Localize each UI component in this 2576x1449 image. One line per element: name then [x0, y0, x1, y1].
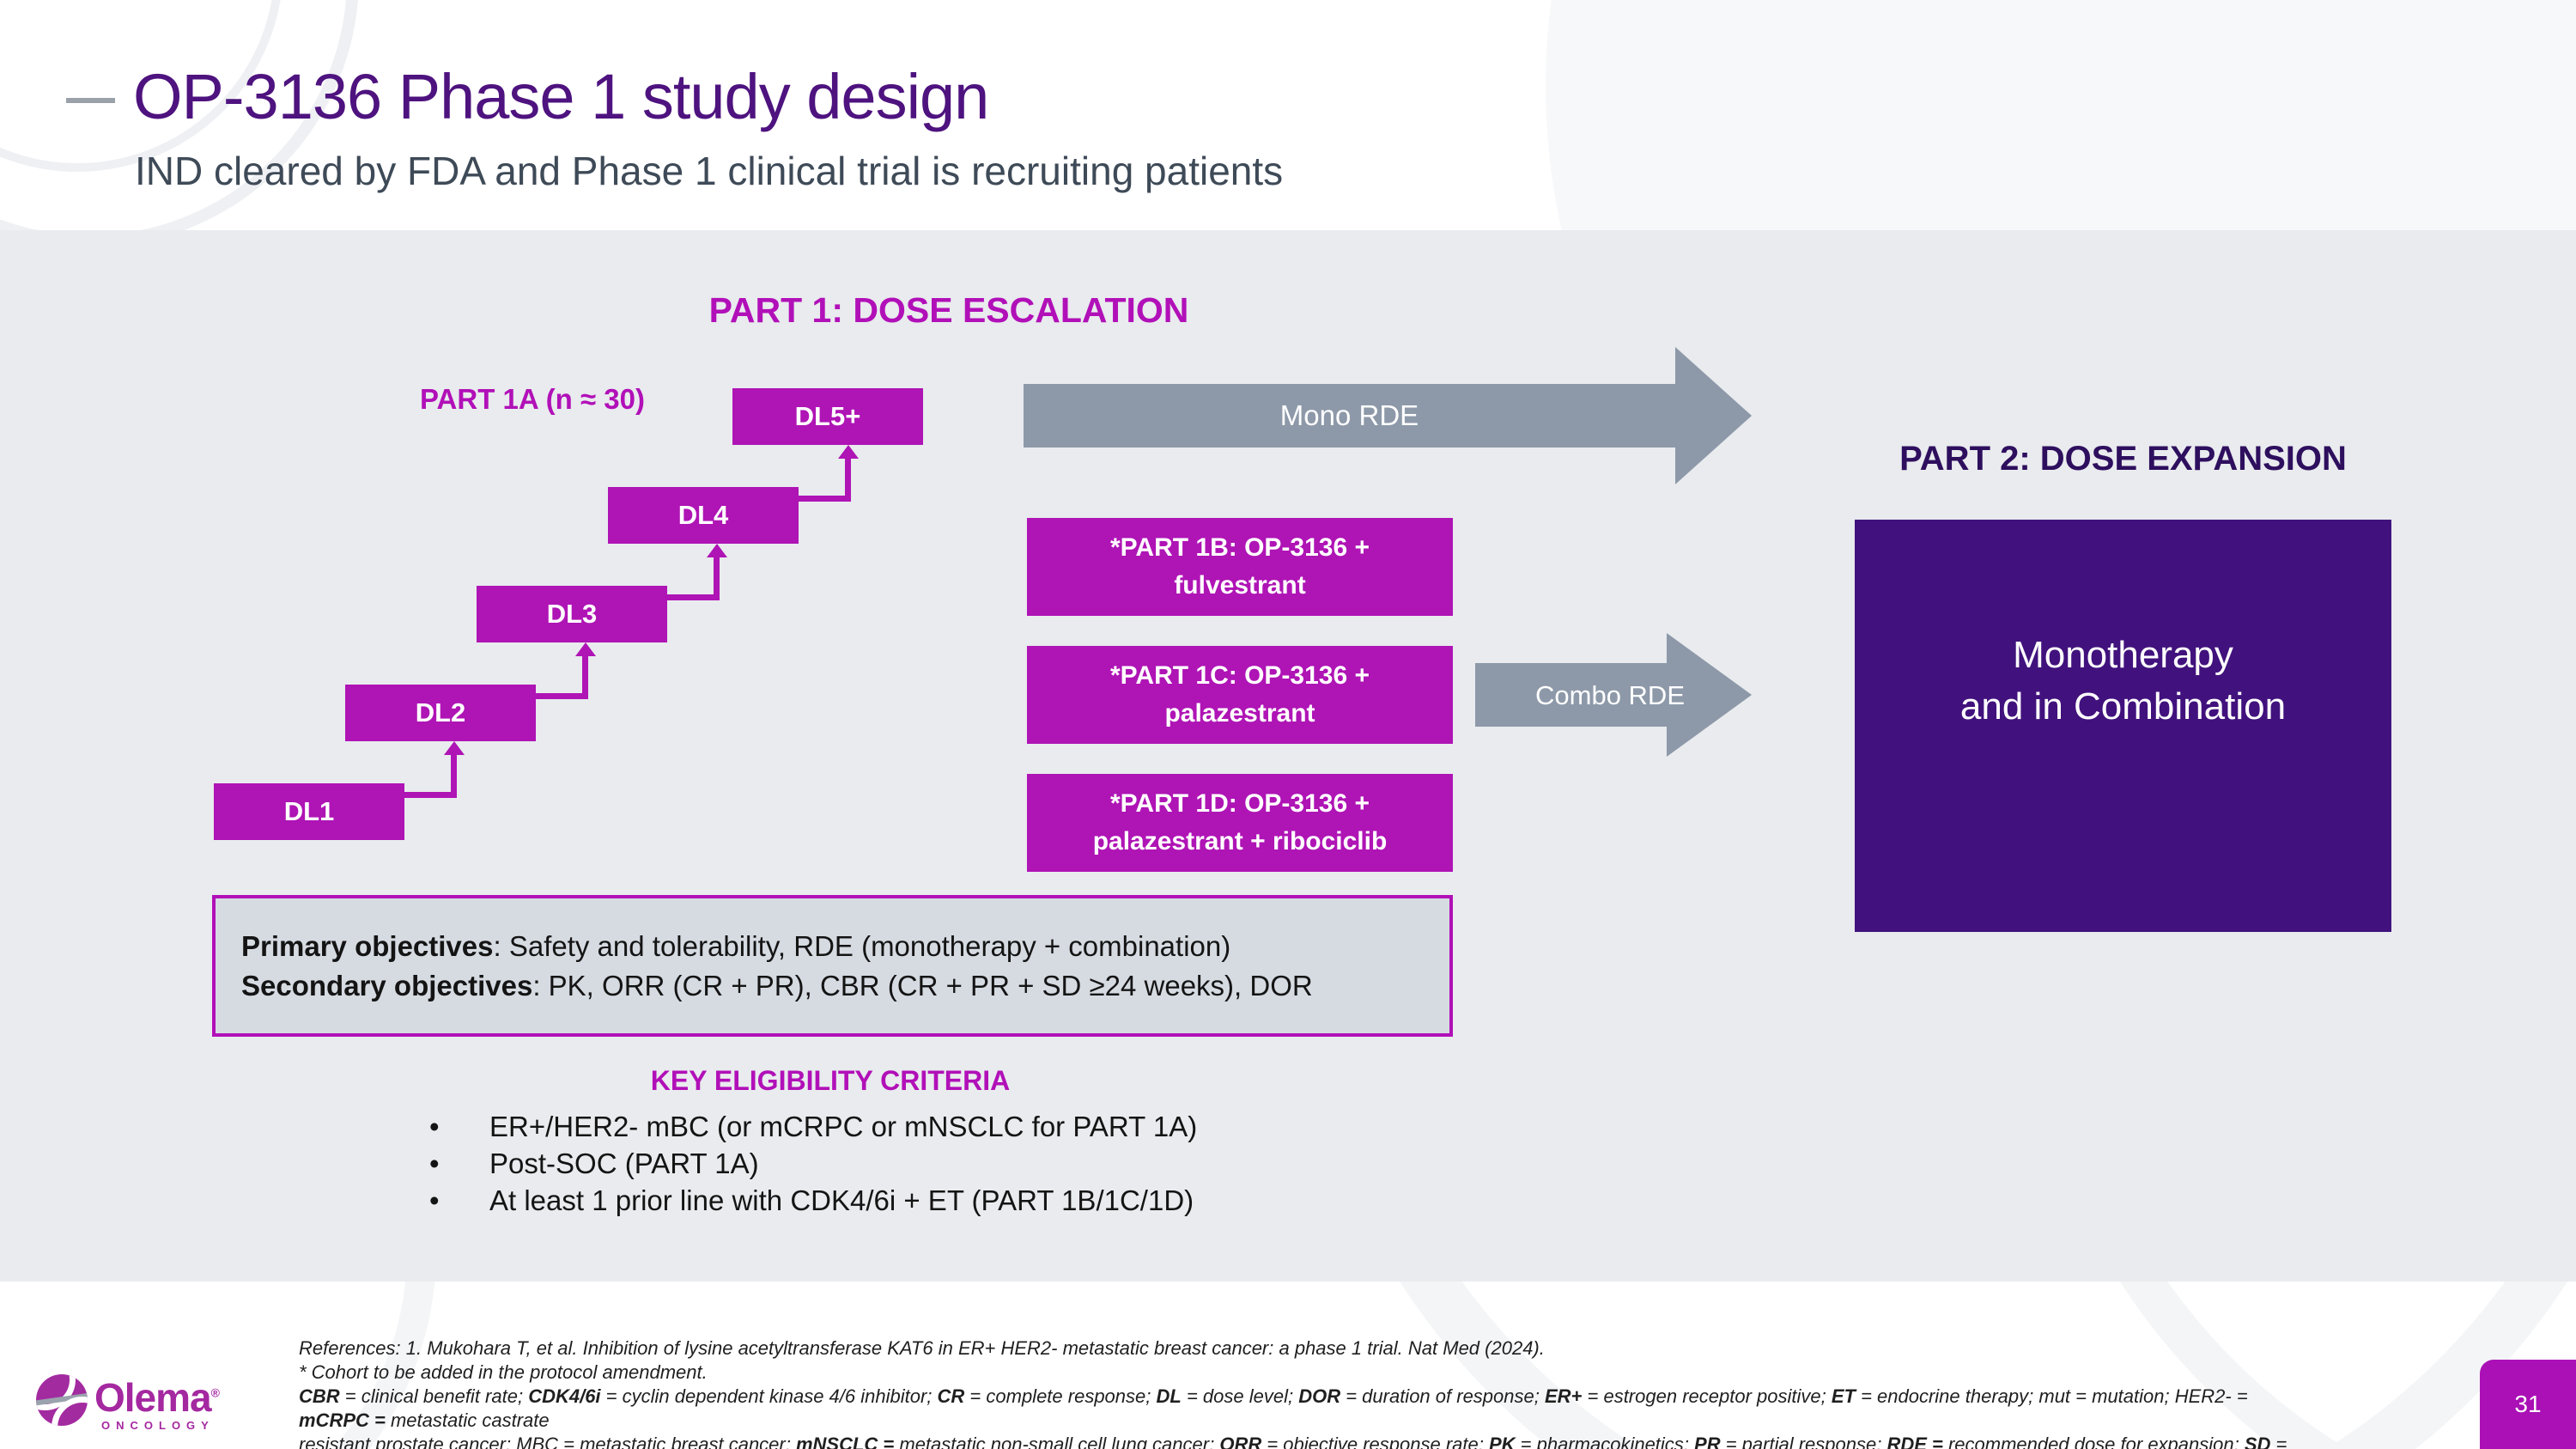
part1d-line1: *PART 1D: OP-3136 + — [1109, 789, 1370, 818]
part1-heading: PART 1: DOSE ESCALATION — [708, 290, 1189, 330]
bullet-icon: • — [429, 1148, 440, 1179]
step-arrow-head-icon — [838, 445, 859, 459]
logo-swoosh — [36, 1374, 76, 1410]
references-line2: * Cohort to be added in the protocol ame… — [299, 1361, 708, 1383]
part1c-box: *PART 1C: OP-3136 + palazestrant — [1027, 646, 1453, 744]
primary-objectives-line: Primary objectives: Safety and tolerabil… — [241, 929, 1231, 962]
part1c-line1: *PART 1C: OP-3136 + — [1109, 661, 1370, 690]
olema-wordmark: Olema® — [94, 1375, 220, 1420]
decorative-circle — [1546, 0, 2576, 230]
bullet-text: ER+/HER2- mBC (or mCRPC or mNSCLC for PA… — [489, 1111, 1198, 1142]
references-line1: References: 1. Mukohara T, et al. Inhibi… — [299, 1337, 1545, 1359]
step-arrow — [403, 792, 457, 798]
part2-box-line1: Monotherapy — [2013, 634, 2233, 676]
mono-rde-arrow-label: Mono RDE — [1024, 384, 1675, 447]
part1c-line2: palazestrant — [1164, 699, 1315, 728]
eligibility-heading: KEY ELIGIBILITY CRITERIA — [650, 1065, 1011, 1096]
title-dash — [66, 98, 115, 103]
step-arrow — [797, 496, 851, 502]
slide-subtitle: IND cleared by FDA and Phase 1 clinical … — [135, 149, 1284, 193]
step-arrow-head-icon — [575, 642, 596, 656]
arrow-head-icon — [1667, 633, 1752, 757]
list-item: • ER+/HER2- mBC (or mCRPC or mNSCLC for … — [429, 1108, 1197, 1145]
objectives-box: Primary objectives: Safety and tolerabil… — [212, 895, 1453, 1037]
registered-trademark-icon: ® — [210, 1385, 220, 1400]
list-item: • Post-SOC (PART 1A) — [429, 1145, 1197, 1182]
secondary-objectives-line: Secondary objectives: PK, ORR (CR + PR),… — [241, 969, 1313, 1002]
bullet-text: At least 1 prior line with CDK4/6i + ET … — [489, 1184, 1194, 1216]
olema-oncology-label: ONCOLOGY — [101, 1419, 215, 1432]
combo-rde-arrow-label: Combo RDE — [1535, 680, 1685, 710]
slide-title: OP-3136 Phase 1 study design — [133, 61, 989, 132]
dose-level-box-dl3: DL3 — [477, 586, 667, 642]
part2-box-line2: and in Combination — [1959, 685, 2287, 728]
bullet-text: Post-SOC (PART 1A) — [489, 1148, 759, 1179]
step-arrow-head-icon — [707, 544, 727, 557]
references-block: References: 1. Mukohara T, et al. Inhibi… — [299, 1336, 2300, 1449]
bullet-icon: • — [429, 1184, 440, 1216]
combo-rde-arrow — [1475, 633, 1752, 757]
page-number-badge: 31 — [2480, 1360, 2576, 1449]
part1b-box: *PART 1B: OP-3136 + fulvestrant — [1027, 518, 1453, 616]
step-arrow — [845, 457, 851, 502]
slide-header: OP-3136 Phase 1 study design IND cleared… — [0, 0, 2576, 230]
list-item: • At least 1 prior line with CDK4/6i + E… — [429, 1182, 1197, 1219]
dose-level-box-dl1: DL1 — [214, 783, 404, 840]
step-arrow — [534, 693, 588, 699]
abbreviations-line2: resistant prostate cancer; MBC = metasta… — [299, 1434, 2287, 1449]
step-arrow-head-icon — [444, 741, 465, 755]
step-arrow — [714, 556, 720, 600]
part1b-line2: fulvestrant — [1174, 571, 1306, 600]
dose-level-box-dl4: DL4 — [608, 487, 799, 544]
arrow-head-icon — [1675, 347, 1752, 484]
dose-level-box-dl2: DL2 — [345, 685, 536, 741]
abbreviations-line1: CBR = clinical benefit rate; CDK4/6i = c… — [299, 1385, 2248, 1431]
step-arrow — [665, 594, 720, 600]
part1d-line2: palazestrant + ribociclib — [1092, 827, 1388, 855]
part1a-cohort-label: PART 1A (n ≈ 30) — [420, 383, 645, 415]
dose-level-box-dl5: DL5+ — [732, 388, 923, 445]
part1b-line1: *PART 1B: OP-3136 + — [1109, 533, 1370, 562]
part2-heading: PART 2: DOSE EXPANSION — [1899, 440, 2347, 478]
bullet-icon: • — [429, 1111, 440, 1142]
combo-rde-arrow-body — [1475, 663, 1667, 727]
eligibility-bullet-list: • ER+/HER2- mBC (or mCRPC or mNSCLC for … — [429, 1108, 1197, 1219]
step-arrow — [582, 654, 588, 699]
slide-footer — [0, 1282, 2576, 1449]
olema-logo-icon — [36, 1374, 88, 1426]
part1d-box: *PART 1D: OP-3136 + palazestrant + riboc… — [1027, 774, 1453, 872]
part2-expansion-box: Monotherapy and in Combination — [1855, 520, 2391, 932]
olema-logo: Olema® ONCOLOGY — [36, 1373, 259, 1441]
mono-rde-arrow: Mono RDE — [1024, 347, 1752, 484]
step-arrow — [451, 753, 457, 798]
